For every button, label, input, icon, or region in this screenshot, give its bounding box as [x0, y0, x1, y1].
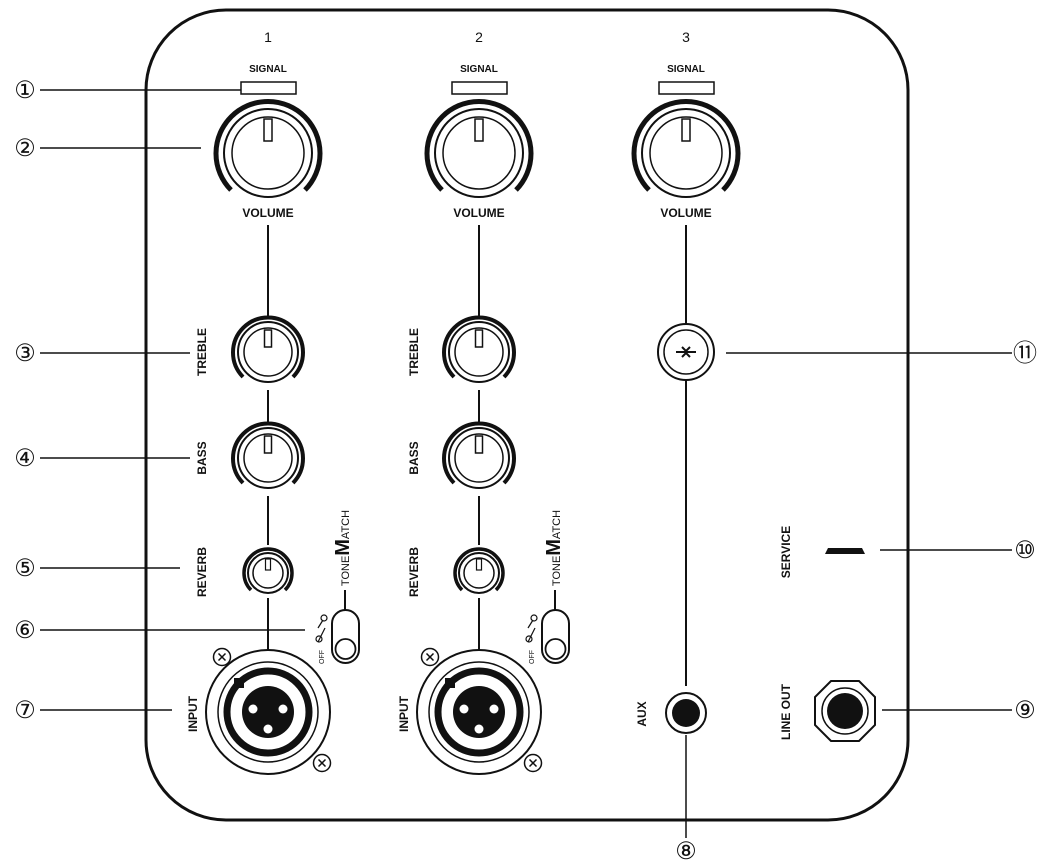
callout-5: ⑤ — [14, 555, 36, 582]
callout-8: ⑧ — [675, 838, 697, 865]
callout-11: ⑪ — [1013, 340, 1037, 367]
channel-2-signal-led — [451, 81, 508, 95]
channel-2-screw-bottom — [523, 753, 543, 773]
bluetooth-icon — [676, 346, 696, 358]
callout-3: ③ — [14, 340, 36, 367]
callout-4: ④ — [14, 445, 36, 472]
channel-1-reverb-label: REVERB — [195, 547, 209, 597]
channel-1-treble-label: TREBLE — [195, 328, 209, 376]
channel-1-signal-label: SIGNAL — [249, 64, 287, 75]
tonematch-2-right: ATCH — [551, 510, 563, 539]
channel-2-guitar-icon — [525, 627, 536, 643]
channel-2-bass-knob[interactable] — [442, 421, 516, 489]
channel-2-screw-top — [420, 647, 440, 667]
callout-7: ⑦ — [14, 697, 36, 724]
channel-2-reverb-knob[interactable] — [453, 547, 505, 594]
service-port — [825, 548, 865, 554]
channel-2-tonematch-switch[interactable] — [541, 609, 570, 664]
channel-1-volume-knob[interactable] — [213, 99, 323, 198]
service-label: SERVICE — [779, 526, 793, 578]
channel-2-tonematch: TONEMATCH OFF — [525, 510, 570, 664]
channel-1-xlr-combo-jack[interactable] — [205, 649, 331, 775]
callout-2: ② — [14, 135, 36, 162]
tonematch-1-left: TONE — [340, 556, 352, 586]
channel-2-treble-label: TREBLE — [407, 328, 421, 376]
channel-2-number: 2 — [475, 29, 483, 45]
channel-2-volume-knob[interactable] — [424, 99, 534, 198]
channel-2-bass-label: BASS — [407, 441, 421, 474]
channel-1-treble-knob[interactable] — [231, 315, 305, 383]
line-out-label: LINE OUT — [779, 683, 793, 740]
channel-1-mic-icon — [317, 614, 328, 629]
channel-1-tonematch-switch[interactable] — [331, 609, 360, 664]
tonematch-1-right: ATCH — [340, 510, 352, 539]
channel-2-mic-icon — [527, 614, 538, 629]
callout-6: ⑥ — [14, 617, 36, 644]
aux-label: AUX — [635, 701, 649, 726]
aux-jack[interactable] — [665, 692, 707, 734]
tonematch-2-m: M — [543, 539, 565, 556]
channel-2-reverb-label: REVERB — [407, 547, 421, 597]
channel-1-input-label: INPUT — [186, 695, 200, 732]
tonematch-1-m: M — [332, 539, 354, 556]
channel-3-signal-led — [658, 81, 715, 95]
channel-3-volume-knob[interactable] — [631, 99, 741, 198]
line-out-jack[interactable] — [814, 680, 876, 742]
channel-1-number: 1 — [264, 29, 272, 45]
channel-1-guitar-icon — [315, 627, 326, 643]
channel-2-xlr-combo-jack[interactable] — [416, 649, 542, 775]
channel-1-signal-led — [240, 81, 297, 95]
channel-3-number: 3 — [682, 29, 690, 45]
channel-1-volume-label: VOLUME — [242, 206, 293, 220]
tonematch-2-left: TONE — [551, 556, 563, 586]
callout-1: ① — [14, 77, 36, 104]
callout-10: ⑩ — [1014, 537, 1036, 564]
channel-1-bass-label: BASS — [195, 441, 209, 474]
tonematch-2-off-label: OFF — [529, 650, 536, 664]
bluetooth-button[interactable] — [657, 323, 715, 381]
panel-outline — [144, 8, 910, 822]
channel-2-input-label: INPUT — [397, 695, 411, 732]
channel-2-volume-label: VOLUME — [453, 206, 504, 220]
channel-1-screw-top — [212, 647, 232, 667]
svg-text:TONEMATCH: TONEMATCH — [543, 510, 565, 586]
channel-2-treble-knob[interactable] — [442, 315, 516, 383]
callout-9: ⑨ — [1014, 697, 1036, 724]
channel-3-signal-label: SIGNAL — [667, 64, 705, 75]
channel-2-signal-label: SIGNAL — [460, 64, 498, 75]
channel-1-bass-knob[interactable] — [231, 421, 305, 489]
channel-3-volume-label: VOLUME — [660, 206, 711, 220]
channel-1-reverb-knob[interactable] — [242, 547, 294, 594]
channel-1-tonematch: TONEMATCH OFF — [315, 510, 360, 664]
tonematch-1-off-label: OFF — [319, 650, 326, 664]
svg-text:TONEMATCH: TONEMATCH — [332, 510, 354, 586]
channel-1-screw-bottom — [312, 753, 332, 773]
